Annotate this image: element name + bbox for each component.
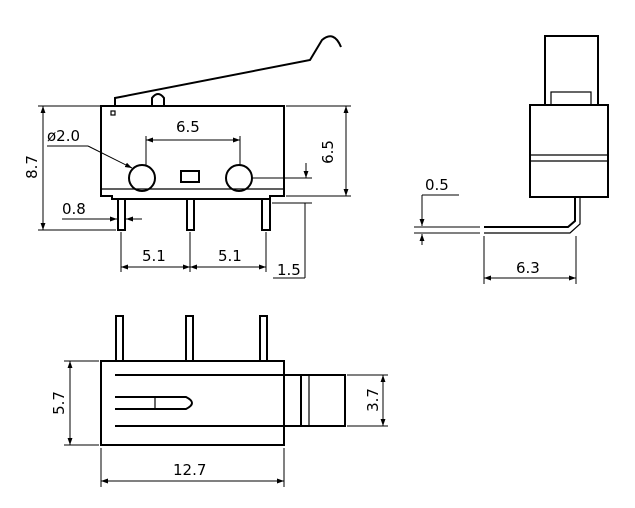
bottom-pin-right [259,315,268,362]
dim-label-lever-length: 6.3 [516,259,540,277]
mounting-hole-right [225,164,253,192]
side-lever-inner [484,196,581,234]
bottom-actuator [300,374,346,427]
dim-label-pin-diameter: ø2.0 [47,127,80,145]
bottom-pin-center [185,315,194,362]
terminal-pin-center [186,199,195,231]
dim-label-body-height: 6.5 [319,140,337,164]
dim-label-lever-thickness: 0.5 [425,176,449,194]
front-view: ø2.0 6.5 8.7 6.5 0.8 5.1 5.1 [23,35,351,279]
terminal-pin-left [117,199,126,231]
dim-label-pitch-right: 5.1 [218,247,242,265]
dim-label-pin-width: 0.8 [62,200,86,218]
corner-mark [110,110,116,116]
bottom-key [115,396,193,410]
lever-cap [544,35,599,106]
dim-label-pin-offset: 1.5 [277,261,301,279]
leader-pin-diameter-angled [87,145,133,169]
dim-label-hole-spacing: 6.5 [176,118,200,136]
dim-label-body-width: 5.7 [50,391,68,415]
dim-label-actuator-width: 3.7 [364,388,382,412]
side-body [529,104,609,198]
bottom-pin-left [115,315,124,362]
dim-label-overall-height: 8.7 [23,155,41,179]
actuator-button [151,93,165,106]
dim-label-body-length: 12.7 [173,461,206,479]
side-lever [484,196,576,228]
mounting-hole-left [128,164,156,192]
lever-arm [114,35,342,106]
bottom-slot [115,374,302,427]
center-slot [180,170,200,183]
dim-label-pitch-left: 5.1 [142,247,166,265]
bottom-body [100,360,285,446]
bottom-view: 5.7 3.7 12.7 [50,315,388,487]
terminal-pin-right [261,199,271,231]
side-view: 0.5 6.3 [414,35,609,284]
cap-window [550,91,592,106]
